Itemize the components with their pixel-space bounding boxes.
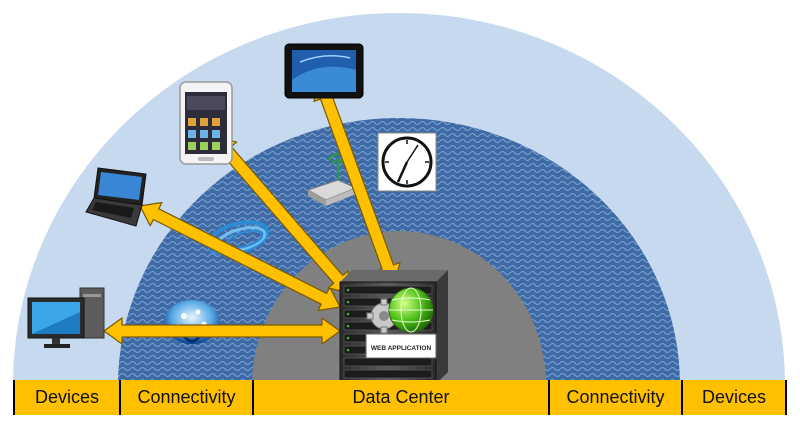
clock-icon [377,132,437,192]
segment-label: Devices [701,387,767,407]
segment-devices-right: Devices [681,380,787,415]
smartphone-icon [179,81,233,165]
tablet-icon [284,43,364,99]
segment-devices-left: Devices [13,380,119,415]
laptop-icon [85,167,147,227]
segment-data-center: Data Center [252,380,548,415]
web-application-badge: WEB APPLICATION [371,345,432,352]
segment-connectivity-right: Connectivity [548,380,681,415]
router-icon [306,153,358,206]
segment-label: Connectivity [137,387,236,407]
server-rack-icon [339,270,448,385]
segment-label: Connectivity [566,387,665,407]
connection-arrows [103,79,401,345]
segment-connectivity-left: Connectivity [119,380,252,415]
segment-label: Devices [34,387,100,407]
segment-label: Data Center [352,387,450,407]
desktop-computer-icon [27,287,105,348]
globe-icon [388,287,434,333]
